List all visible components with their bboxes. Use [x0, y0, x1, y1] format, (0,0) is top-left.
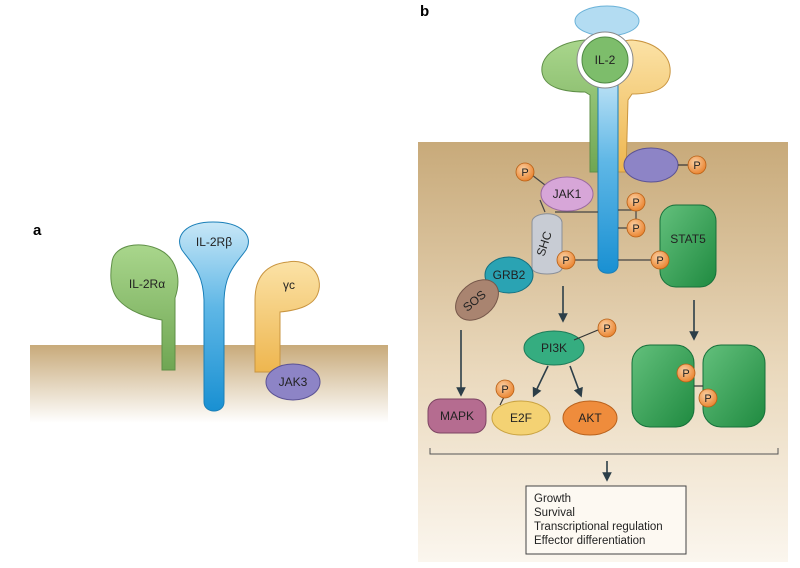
outcomes-box: [525, 485, 687, 555]
il2rb-cap: [574, 5, 640, 37]
pi3k-kinase: [523, 330, 585, 366]
gamma-c-label: γc: [283, 278, 295, 292]
phosphate: P: [626, 192, 646, 212]
grb2-label: GRB2: [493, 268, 526, 282]
outcome-effector-differentiation: Effector differentiation: [534, 535, 645, 547]
outcomes-bracket: [429, 448, 779, 455]
outcome-survival: Survival: [534, 507, 575, 519]
mapk-label: MAPK: [440, 409, 474, 423]
e2f-factor: [491, 400, 551, 436]
phosphate: P: [556, 250, 576, 270]
phosphate: P: [698, 388, 718, 408]
panel-a-letter: a: [33, 222, 42, 239]
jak1-label: JAK1: [553, 187, 582, 201]
phosphate-groups: P P P P P P P P P P: [495, 155, 718, 408]
phosphate: P: [495, 379, 515, 399]
akt-kinase: [562, 400, 618, 436]
phosphate-label: P: [521, 167, 528, 179]
jak1-kinase: [540, 176, 594, 212]
arrow-pi3k-to-e2f: [532, 365, 549, 398]
grb2-adaptor: [484, 256, 534, 294]
phosphate: P: [515, 162, 535, 182]
phosphate-label: P: [562, 255, 569, 267]
phosphate-label: P: [704, 393, 711, 405]
stat5-label: STAT5: [670, 232, 706, 246]
il2rb-receptor: [179, 221, 249, 412]
il2rb-label: IL-2Rβ: [196, 235, 232, 249]
phosphate-label: P: [693, 160, 700, 172]
phosphate-label: P: [682, 368, 689, 380]
il2ra-label: IL-2Rα: [129, 277, 165, 291]
mapk-kinase: [427, 398, 487, 434]
panel-a: a IL-2Rα IL-2Rβ γc JAK3: [30, 221, 388, 423]
signal-arrows: [456, 286, 699, 482]
phosphate: P: [676, 363, 696, 383]
jak3-kinase: [265, 363, 321, 401]
panel-b-letter: b: [420, 3, 429, 20]
sos-protein: [455, 279, 499, 321]
phosphate-label: P: [632, 197, 639, 209]
outcome-growth: Growth: [534, 493, 571, 505]
pi3k-label: PI3K: [541, 341, 567, 355]
outcome-transcriptional-regulation: Transcriptional regulation: [534, 521, 663, 533]
e2f-label: E2F: [510, 411, 532, 425]
il2ra-receptor: [110, 244, 179, 371]
phosphate-label: P: [603, 323, 610, 335]
il2-label: IL-2: [595, 53, 616, 67]
phosphate: P: [687, 155, 707, 175]
phosphate: P: [626, 218, 646, 238]
il2-ligand: [581, 36, 629, 84]
gamma-c-receptor: [254, 260, 320, 373]
il2rb-receptor-b: [597, 69, 619, 274]
jak3-label: JAK3: [279, 375, 308, 389]
phosphate-label: P: [632, 223, 639, 235]
phosphate-label: P: [656, 255, 663, 267]
stat5-monomer: [659, 204, 717, 288]
arrow-pi3k-to-akt: [569, 365, 583, 398]
panel-b: b IL-2 JAK1: [418, 3, 788, 562]
phosphate: P: [650, 250, 670, 270]
phosphate-label: P: [501, 384, 508, 396]
jak3-kinase-b: [623, 147, 679, 183]
stat5-dimer-left: [631, 344, 695, 428]
phosphate: P: [597, 318, 617, 338]
akt-label: AKT: [578, 411, 602, 425]
stat5-dimer-right: [702, 344, 766, 428]
